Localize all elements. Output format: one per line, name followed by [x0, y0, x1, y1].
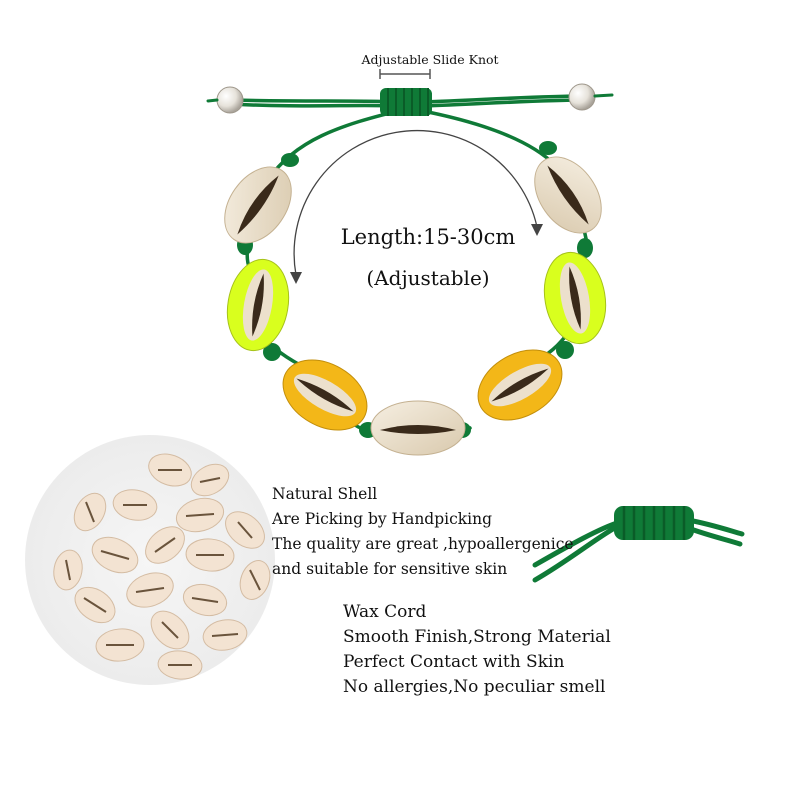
shell-yellow-right: [477, 349, 563, 421]
cord-info-line: No allergies,No peculiar smell: [343, 677, 606, 697]
shell-info-line: and suitable for sensitive skin: [272, 560, 508, 578]
knot-label: Adjustable Slide Knot: [361, 52, 499, 67]
shell-neon-left: [226, 258, 290, 352]
shell-yellow-left: [282, 359, 368, 431]
pearl-bead-right: [568, 83, 596, 111]
cord-info-line: Smooth Finish,Strong Material: [343, 627, 611, 647]
shell-natural-bottom: [370, 400, 466, 456]
length-label: Length:15-30cm: [340, 225, 516, 249]
wax-cord-closeup: [532, 506, 745, 583]
shell-neon-right: [543, 251, 607, 345]
loose-shells-pile: [25, 435, 275, 685]
cord-info-line: Perfect Contact with Skin: [343, 652, 565, 672]
cord-info-line: Wax Cord: [343, 602, 427, 622]
cord-info: Wax Cord Smooth Finish,Strong Material P…: [343, 600, 611, 700]
shell-natural-top-left: [224, 166, 292, 244]
knot-indicator: [379, 69, 431, 79]
arrow-up-icon: [531, 224, 543, 236]
shell-info-line: Natural Shell: [272, 485, 378, 503]
adjustable-label: (Adjustable): [366, 266, 490, 290]
pearl-bead-left: [216, 86, 244, 114]
shell-info-line: Are Picking by Handpicking: [272, 510, 493, 528]
slide-knot: [380, 88, 432, 116]
shell-info-line: The quality are great ,hypoallergenice: [272, 535, 574, 553]
length-circle: [290, 129, 543, 284]
arrow-down-icon: [290, 272, 302, 284]
shell-info: Natural Shell Are Picking by Handpicking…: [272, 482, 574, 582]
shell-natural-top-right: [534, 156, 602, 234]
